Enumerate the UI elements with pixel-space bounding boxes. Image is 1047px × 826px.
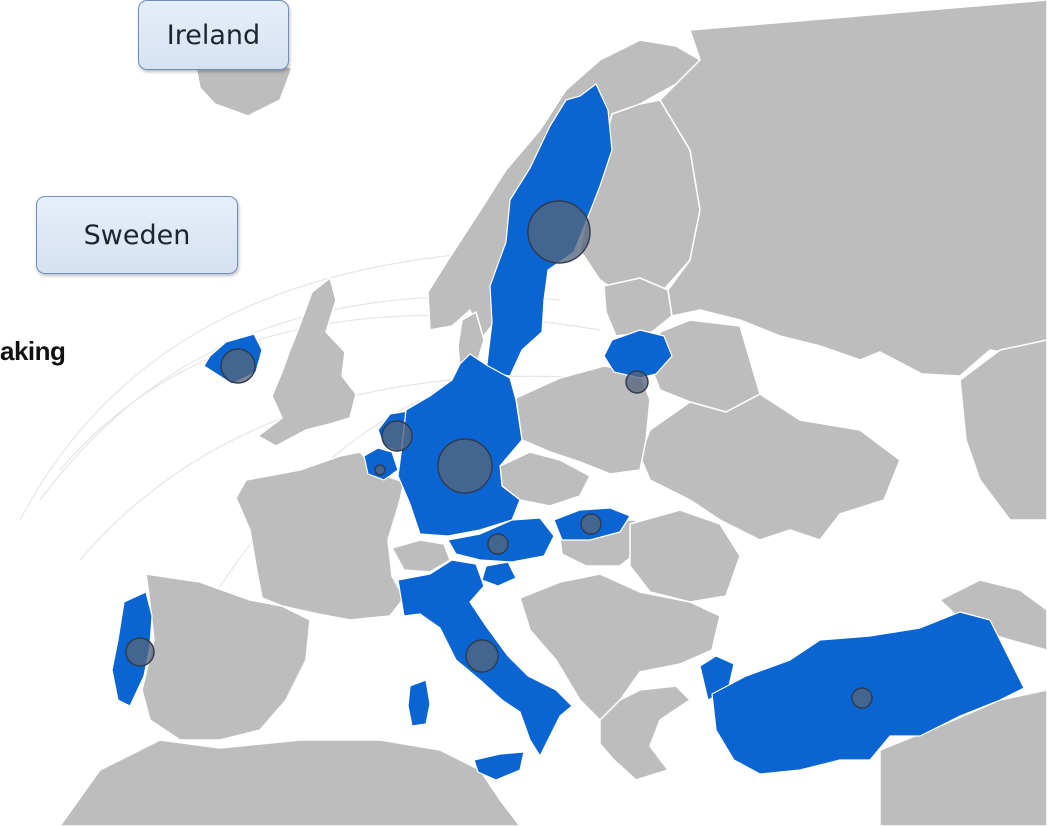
country-balkans (519, 573, 721, 721)
cropped-side-text: aking (0, 336, 66, 366)
grey-countries (59, 0, 1047, 826)
country-lithuania (603, 329, 673, 379)
bubble-ireland (220, 348, 256, 384)
country-belarus (649, 319, 761, 413)
country-luxembourg (363, 447, 399, 481)
bubble-turkey (851, 687, 873, 709)
bubble-sweden (527, 200, 591, 264)
bubble-lithuania (625, 370, 649, 394)
country-slovenia (481, 561, 517, 587)
country-russia-east (659, 0, 1047, 377)
country-caspian-east (959, 339, 1047, 521)
country-sicily (473, 751, 525, 781)
country-north-africa (59, 739, 521, 826)
country-romania (629, 509, 741, 603)
bubble-germany (437, 438, 493, 494)
label-ireland: Ireland (138, 0, 289, 70)
country-uk (257, 277, 357, 447)
country-switzerland (391, 539, 451, 573)
data-bubbles (125, 200, 873, 709)
bubble-slovakia (580, 513, 602, 535)
country-sardinia (407, 679, 431, 727)
country-poland (515, 365, 651, 475)
bubble-austria (487, 533, 509, 555)
country-ukraine (639, 393, 901, 541)
bubble-luxembourg (374, 464, 386, 476)
bubble-portugal (125, 637, 155, 667)
bubble-belgium (381, 420, 413, 452)
bubble-italy (465, 639, 499, 673)
label-sweden-text: Sweden (83, 219, 191, 251)
label-sweden: Sweden (36, 196, 238, 274)
label-ireland-text: Ireland (166, 19, 261, 51)
country-greece (599, 685, 691, 781)
country-baltics (603, 277, 673, 337)
